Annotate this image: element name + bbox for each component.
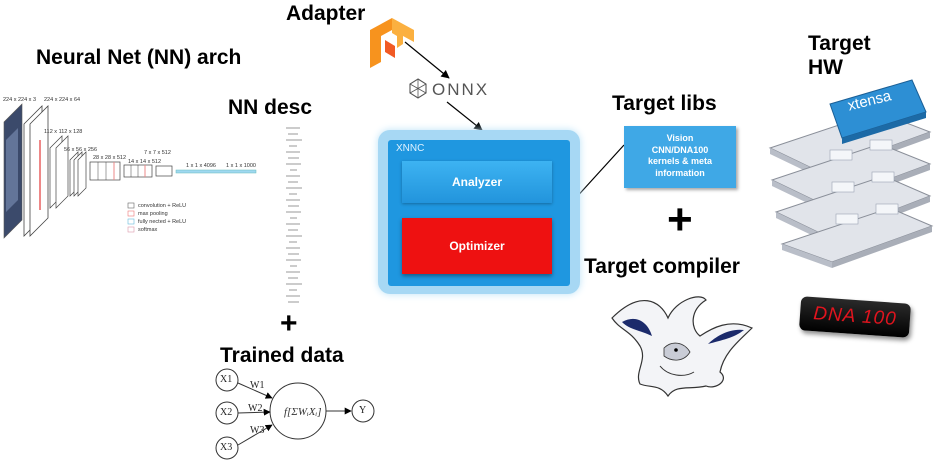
vision-kernels-box: Vision CNN/DNA100 kernels & meta informa… [624, 126, 736, 188]
xnnc-inner-panel: XNNC Analyzer Optimizer [388, 140, 570, 286]
weight-label: W1 [250, 380, 265, 391]
trained-data-title: Trained data [220, 344, 344, 367]
vgg-label: 7 x 7 x 512 [144, 150, 171, 156]
vgg-label: 14 x 14 x 512 [128, 159, 162, 165]
vgg-legend-item: fully nected + ReLU [138, 219, 187, 225]
target-compiler-title: Target compiler [584, 255, 740, 278]
vgg-label: 224 x 224 x 3 [3, 97, 37, 103]
conv-block-6 [155, 165, 173, 177]
onnx-label: ONNX [432, 80, 490, 99]
target-hw-title: Target HW [808, 32, 871, 79]
legend-swatch-pool [127, 210, 135, 217]
xnnc-container: XNNC Analyzer Optimizer [378, 130, 580, 294]
vgg-legend-item: max pooling [138, 211, 168, 217]
vgg-label: 112 x 112 x 128 [44, 129, 83, 135]
optimizer-box: Optimizer [402, 218, 552, 274]
legend-swatch-softmax [127, 226, 135, 233]
vgg-label: 1 x 1 x 4096 [186, 163, 216, 169]
fc-layers [175, 169, 257, 174]
weight-label: W2 [248, 403, 263, 414]
conv-block-4 [89, 161, 121, 181]
input-node-x3 [215, 436, 239, 460]
vgg-legend-item: softmax [138, 227, 158, 233]
output-node-y [351, 399, 375, 423]
vgg-label: 56 x 56 x 256 [64, 147, 98, 153]
input-node-x1 [215, 368, 239, 392]
vgg-label: 28 x 28 x 512 [93, 155, 127, 161]
xnnc-label: XNNC [396, 143, 425, 154]
nn-desc-title: NN desc [228, 96, 313, 119]
sum-formula: f[ΣWᵢXᵢ] [284, 406, 322, 418]
input-label: X2 [220, 407, 233, 418]
plus-sign-libs: + [667, 195, 693, 244]
arrow-onnx-to-xnnc [446, 101, 483, 131]
input-label: X1 [220, 374, 233, 385]
nn-arch-title: Neural Net (NN) arch [36, 46, 242, 69]
arrow-adapter-to-onnx [404, 41, 450, 79]
legend-swatch-fc [127, 218, 135, 225]
weight-label: W3 [250, 425, 265, 436]
analyzer-box: Analyzer [402, 161, 552, 203]
legend-swatch-conv [127, 202, 135, 209]
vgg-label: 224 x 224 x 64 [44, 97, 81, 103]
adapter-title: Adapter [286, 2, 366, 25]
vgg-label: 1 x 1 x 1000 [226, 163, 256, 169]
target-libs-title: Target libs [612, 92, 717, 115]
plus-sign-nn: + [280, 307, 298, 340]
input-label: X3 [220, 442, 233, 453]
output-label: Y [359, 405, 367, 416]
vgg-legend-item: convolution + ReLU [138, 203, 187, 209]
